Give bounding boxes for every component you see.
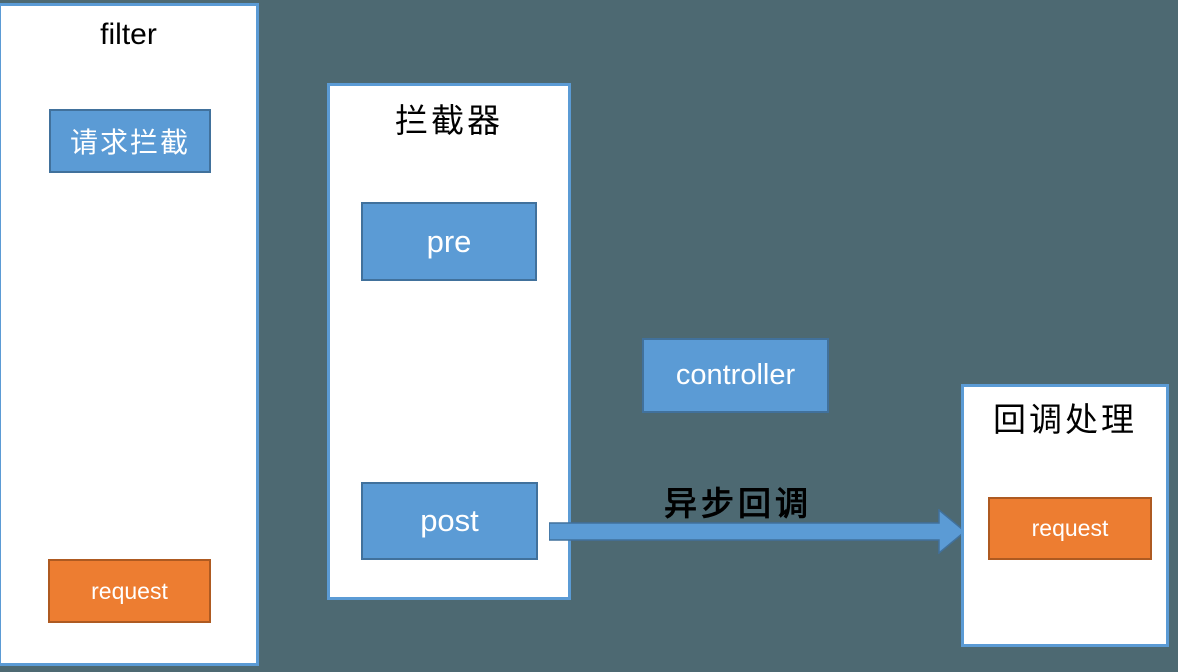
filter-panel: filter 请求拦截 request <box>0 3 259 666</box>
callback-panel: 回调处理 request <box>961 384 1169 647</box>
post-node-label: post <box>420 503 479 538</box>
callback-request-node: request <box>988 497 1152 560</box>
post-node: post <box>361 482 538 560</box>
controller-node-label: controller <box>675 359 796 391</box>
interceptor-panel-title: 拦截器 <box>395 101 503 140</box>
async-callback-arrow-label: 异步回调 <box>664 484 812 523</box>
callback-request-label: request <box>1031 515 1109 541</box>
filter-request-label: request <box>91 577 168 604</box>
callback-panel-title: 回调处理 <box>993 400 1137 439</box>
interceptor-panel: 拦截器 pre post <box>327 83 571 600</box>
async-callback-arrow-icon <box>549 509 967 554</box>
controller-node: controller <box>642 338 829 413</box>
pre-node: pre <box>361 202 537 281</box>
filter-request-node: request <box>48 559 211 623</box>
request-intercept-node: 请求拦截 <box>49 109 211 173</box>
request-intercept-label: 请求拦截 <box>69 126 190 159</box>
pre-node-label: pre <box>426 223 472 259</box>
filter-panel-title: filter <box>100 18 157 51</box>
